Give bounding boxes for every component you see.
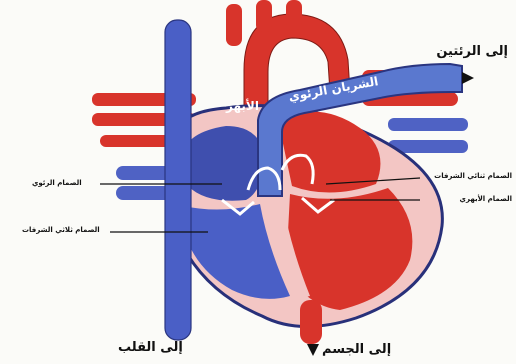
label-tricuspid-valve: الصمام ثلاثي الشرفات: [22, 226, 100, 234]
label-to-heart: إلى القلب: [118, 340, 183, 355]
aorta-branch-1: [226, 4, 242, 46]
descending-aorta: [300, 300, 322, 344]
label-to-body: إلى الجسم: [322, 342, 391, 357]
vena-cava: [165, 20, 191, 340]
label-bicuspid-valve: الصمام ثنائي الشرفات: [434, 172, 512, 180]
label-pulmonary-valve: الصمام الرئوي: [32, 179, 82, 187]
label-aortic-valve: الصمام الأبهري: [460, 195, 512, 203]
label-to-lungs: إلى الرئتين: [436, 44, 508, 59]
right-atrium: [182, 126, 264, 201]
aorta-branch-3: [286, 0, 302, 30]
aorta-branch-2: [256, 0, 272, 32]
label-aorta: الأبهر: [226, 99, 259, 113]
